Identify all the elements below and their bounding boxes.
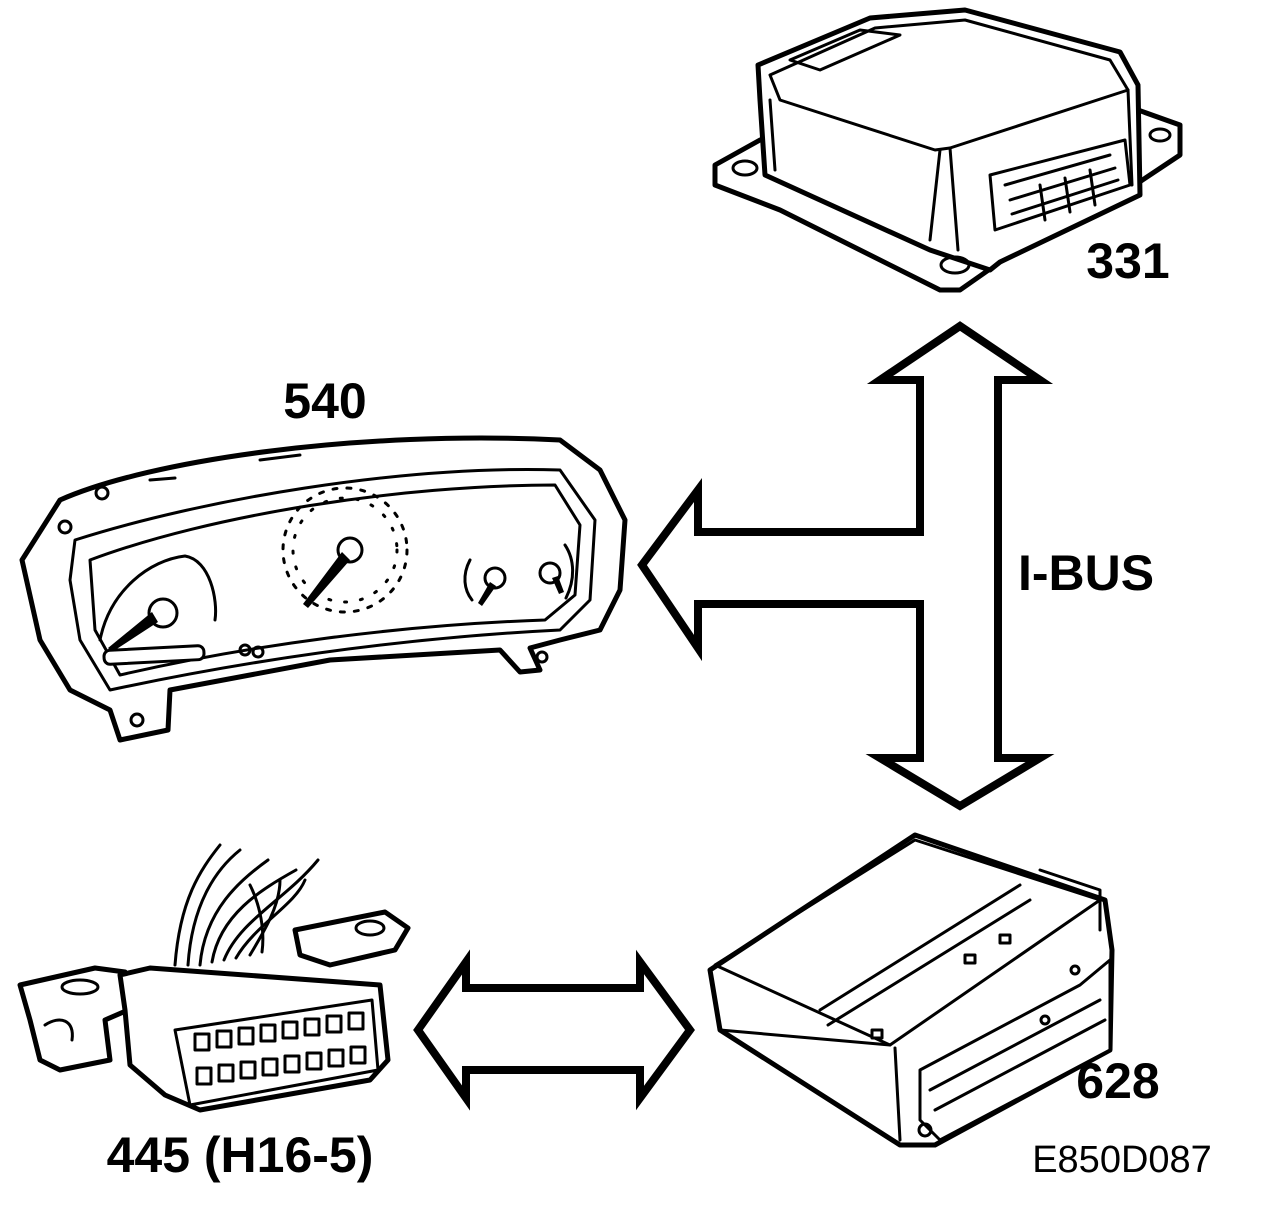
control-unit-icon [707, 832, 1115, 1148]
airbag-module-icon [712, 7, 1183, 293]
label-331: 331 [1086, 233, 1169, 289]
label-445: 445 (H16-5) [107, 1127, 374, 1183]
speedometer-ticks [281, 486, 409, 614]
instrument-cluster-icon [19, 435, 628, 743]
i-bus-label: I-BUS [1018, 545, 1154, 601]
i-bus-arrow [637, 321, 1055, 811]
diagnostic-connector-icon [17, 843, 411, 1113]
label-628: 628 [1076, 1053, 1159, 1109]
connector-pins [193, 1011, 367, 1086]
figure-code: E850D087 [1032, 1139, 1212, 1181]
diagnostic-link-arrow [413, 949, 695, 1111]
label-540: 540 [283, 373, 366, 429]
